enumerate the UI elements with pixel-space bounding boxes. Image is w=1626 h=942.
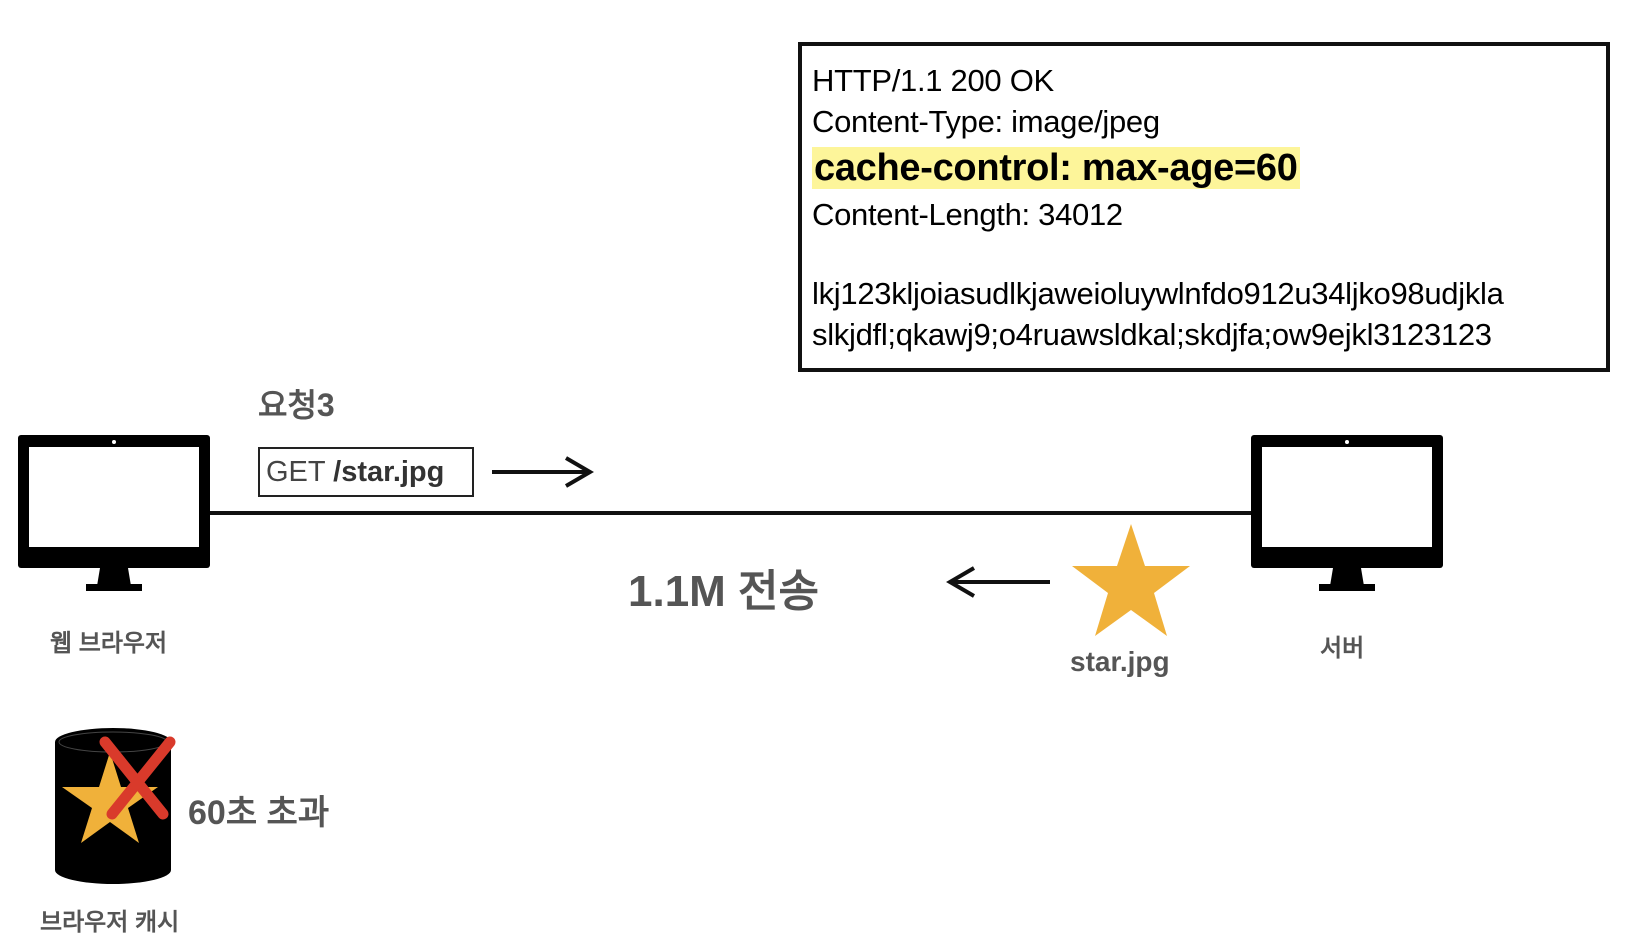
request-box: GET /star.jpg (258, 447, 474, 497)
response-body-line-1: lkj123kljoiasudlkjaweioluywlnfdo912u34lj… (812, 276, 1504, 311)
server-label: 서버 (1320, 635, 1365, 662)
cache-expired-label: 60초 초과 (188, 794, 330, 832)
response-cache-control: cache-control: max-age=60 (812, 142, 1606, 194)
response-status-line: HTTP/1.1 200 OK (812, 63, 1054, 98)
browser-computer-icon (18, 435, 210, 591)
response-content-length: Content-Length: 34012 (812, 197, 1123, 232)
server-computer-icon (1251, 435, 1443, 591)
star-icon (1072, 524, 1190, 636)
star-file-label: star.jpg (1070, 646, 1170, 677)
transfer-label: 1.1M 전송 (628, 567, 820, 616)
request-method: GET (266, 456, 326, 488)
cache-control-text: cache-control: max-age=60 (812, 147, 1300, 189)
response-blank-line (812, 235, 1606, 273)
request-arrow-icon (492, 456, 594, 488)
request-title: 요청3 (258, 387, 335, 423)
request-path: /star.jpg (333, 456, 445, 488)
response-content-type: Content-Type: image/jpeg (812, 104, 1160, 139)
expired-x-icon (99, 736, 176, 820)
cached-star-icon (62, 752, 158, 843)
cache-database-icon (55, 728, 176, 884)
response-arrow-icon (946, 566, 1050, 598)
browser-cache-label: 브라우저 캐시 (40, 909, 180, 936)
browser-label: 웹 브라우저 (50, 630, 168, 657)
response-body-line-2: slkjdfl;qkawj9;o4ruawsldkal;skdjfa;ow9ej… (812, 317, 1492, 352)
http-response-box: HTTP/1.1 200 OK Content-Type: image/jpeg… (798, 42, 1610, 372)
